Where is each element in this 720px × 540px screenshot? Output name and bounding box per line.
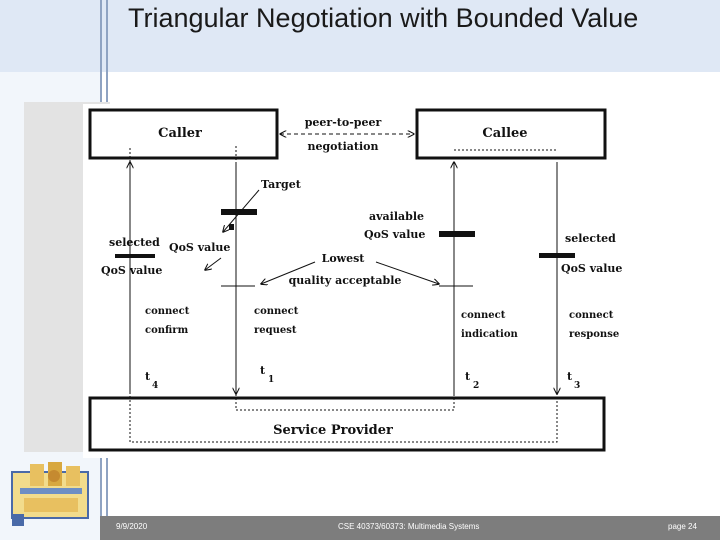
caller-box: [88, 108, 279, 160]
negotiation-diagram-svg: Caller Callee Service Provider peer-to-p…: [88, 108, 622, 452]
footer-course: CSE 40373/60373: Multimedia Systems: [338, 522, 480, 531]
qos-value-pointer-arrow: [205, 257, 222, 270]
selected-right-line1: selected: [565, 232, 616, 245]
t2-subscript: 2: [473, 381, 479, 391]
peer-label-line1: peer-to-peer: [305, 116, 382, 129]
footer-page: page 24: [668, 522, 697, 531]
confirm-dotted-path: [129, 148, 558, 443]
connect-indication-line2: indication: [461, 329, 519, 340]
footer-date: 9/9/2020: [116, 522, 148, 531]
target-qos-bar: [221, 209, 257, 215]
t3-label: t: [567, 370, 573, 383]
connect-response-line2: response: [569, 329, 619, 340]
connect-indication-line1: connect: [461, 310, 506, 321]
footer-bar: 9/9/2020 CSE 40373/60373: Multimedia Sys…: [100, 516, 720, 540]
lowest-pointer-right: [375, 261, 439, 284]
target-label: Target: [261, 178, 302, 191]
connect-request-line2: request: [254, 325, 297, 336]
university-logo: [10, 458, 90, 528]
selected-right-line2: QoS value: [561, 262, 622, 275]
connect-request-line1: connect: [254, 306, 299, 317]
t4-label: t: [145, 370, 151, 383]
qos-value-mid-label: QoS value: [169, 241, 230, 254]
slide-title: Triangular Negotiation with Bounded Valu…: [128, 3, 639, 33]
title-stripe: [0, 0, 720, 72]
negotiation-diagram: Caller Callee Service Provider peer-to-p…: [83, 104, 623, 458]
t1-label: t: [260, 364, 266, 377]
lowest-pointer-left: [261, 261, 316, 284]
connect-confirm-line2: confirm: [145, 325, 189, 336]
selected-qos-bar-right: [539, 253, 575, 258]
service-provider-label: Service Provider: [273, 423, 393, 438]
callee-label: Callee: [482, 126, 527, 141]
t1-subscript: 1: [268, 375, 274, 385]
target-qos-marker: [229, 224, 234, 230]
selected-qos-bar-left: [115, 254, 155, 258]
t4-subscript: 4: [152, 381, 158, 391]
target-pointer-arrow: [223, 189, 260, 232]
lowest-line1: Lowest: [322, 252, 366, 265]
peer-label-line2: negotiation: [307, 140, 378, 153]
caller-label: Caller: [158, 126, 202, 141]
connect-confirm-line1: connect: [145, 306, 190, 317]
available-line2: QoS value: [364, 228, 425, 241]
lowest-line2: quality acceptable: [289, 274, 402, 287]
available-qos-bar: [439, 231, 475, 237]
selected-left-line2: QoS value: [101, 264, 162, 277]
t2-label: t: [465, 370, 471, 383]
selected-left-line1: selected: [109, 236, 160, 249]
t3-subscript: 3: [574, 381, 580, 391]
service-provider-box: [88, 396, 606, 452]
available-line1: available: [369, 210, 424, 223]
connect-response-line1: connect: [569, 310, 614, 321]
